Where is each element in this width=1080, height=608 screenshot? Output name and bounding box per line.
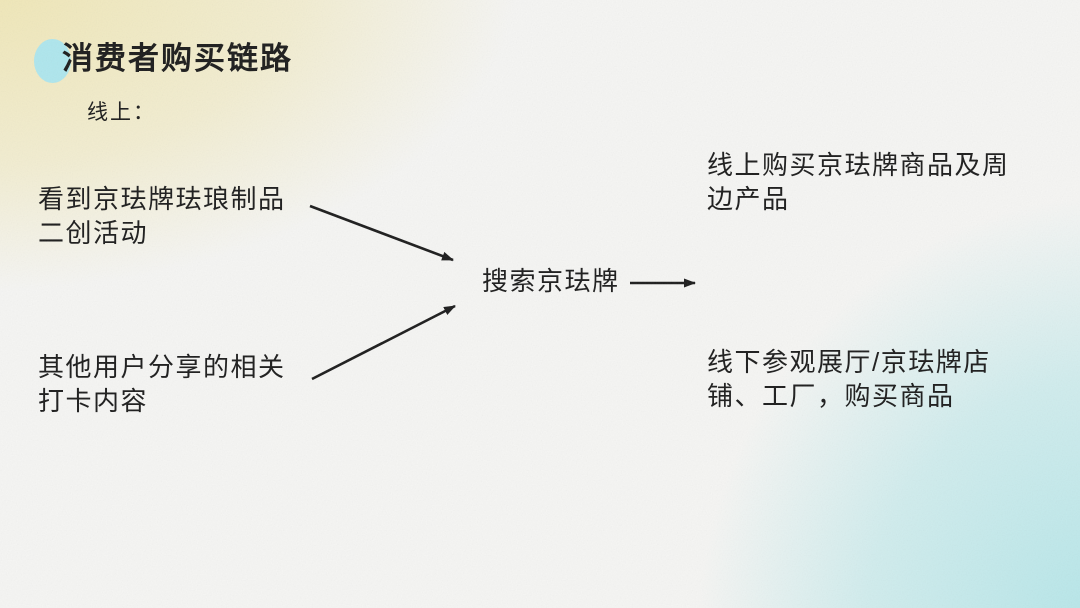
node-outcome-offline: 线下参观展厅/京珐牌店 铺、工厂，购买商品	[707, 345, 991, 413]
node-outcome-online-line2: 边产品	[707, 184, 790, 214]
node-search: 搜索京珐牌	[482, 266, 620, 296]
node-trigger-activity-line2: 二创活动	[38, 218, 149, 248]
node-trigger-ugc-line2: 打卡内容	[38, 386, 149, 416]
node-outcome-online: 线上购买京珐牌商品及周 边产品	[707, 148, 1010, 216]
node-trigger-activity: 看到京珐牌珐琅制品 二创活动	[38, 182, 286, 250]
arrow-activity-to-search	[309, 204, 454, 262]
node-trigger-ugc: 其他用户分享的相关 打卡内容	[38, 350, 286, 418]
node-trigger-activity-line1: 看到京珐牌珐琅制品	[38, 184, 286, 214]
arrow-ugc-to-search	[311, 304, 456, 381]
node-trigger-ugc-line1: 其他用户分享的相关	[38, 352, 286, 382]
online-section-label: 线上：	[87, 101, 156, 124]
node-outcome-offline-line2: 铺、工厂，购买商品	[707, 381, 955, 411]
node-outcome-offline-line1: 线下参观展厅/京珐牌店	[707, 347, 991, 377]
slide-title: 消费者购买链路	[62, 41, 293, 76]
node-outcome-online-line1: 线上购买京珐牌商品及周	[707, 150, 1010, 180]
